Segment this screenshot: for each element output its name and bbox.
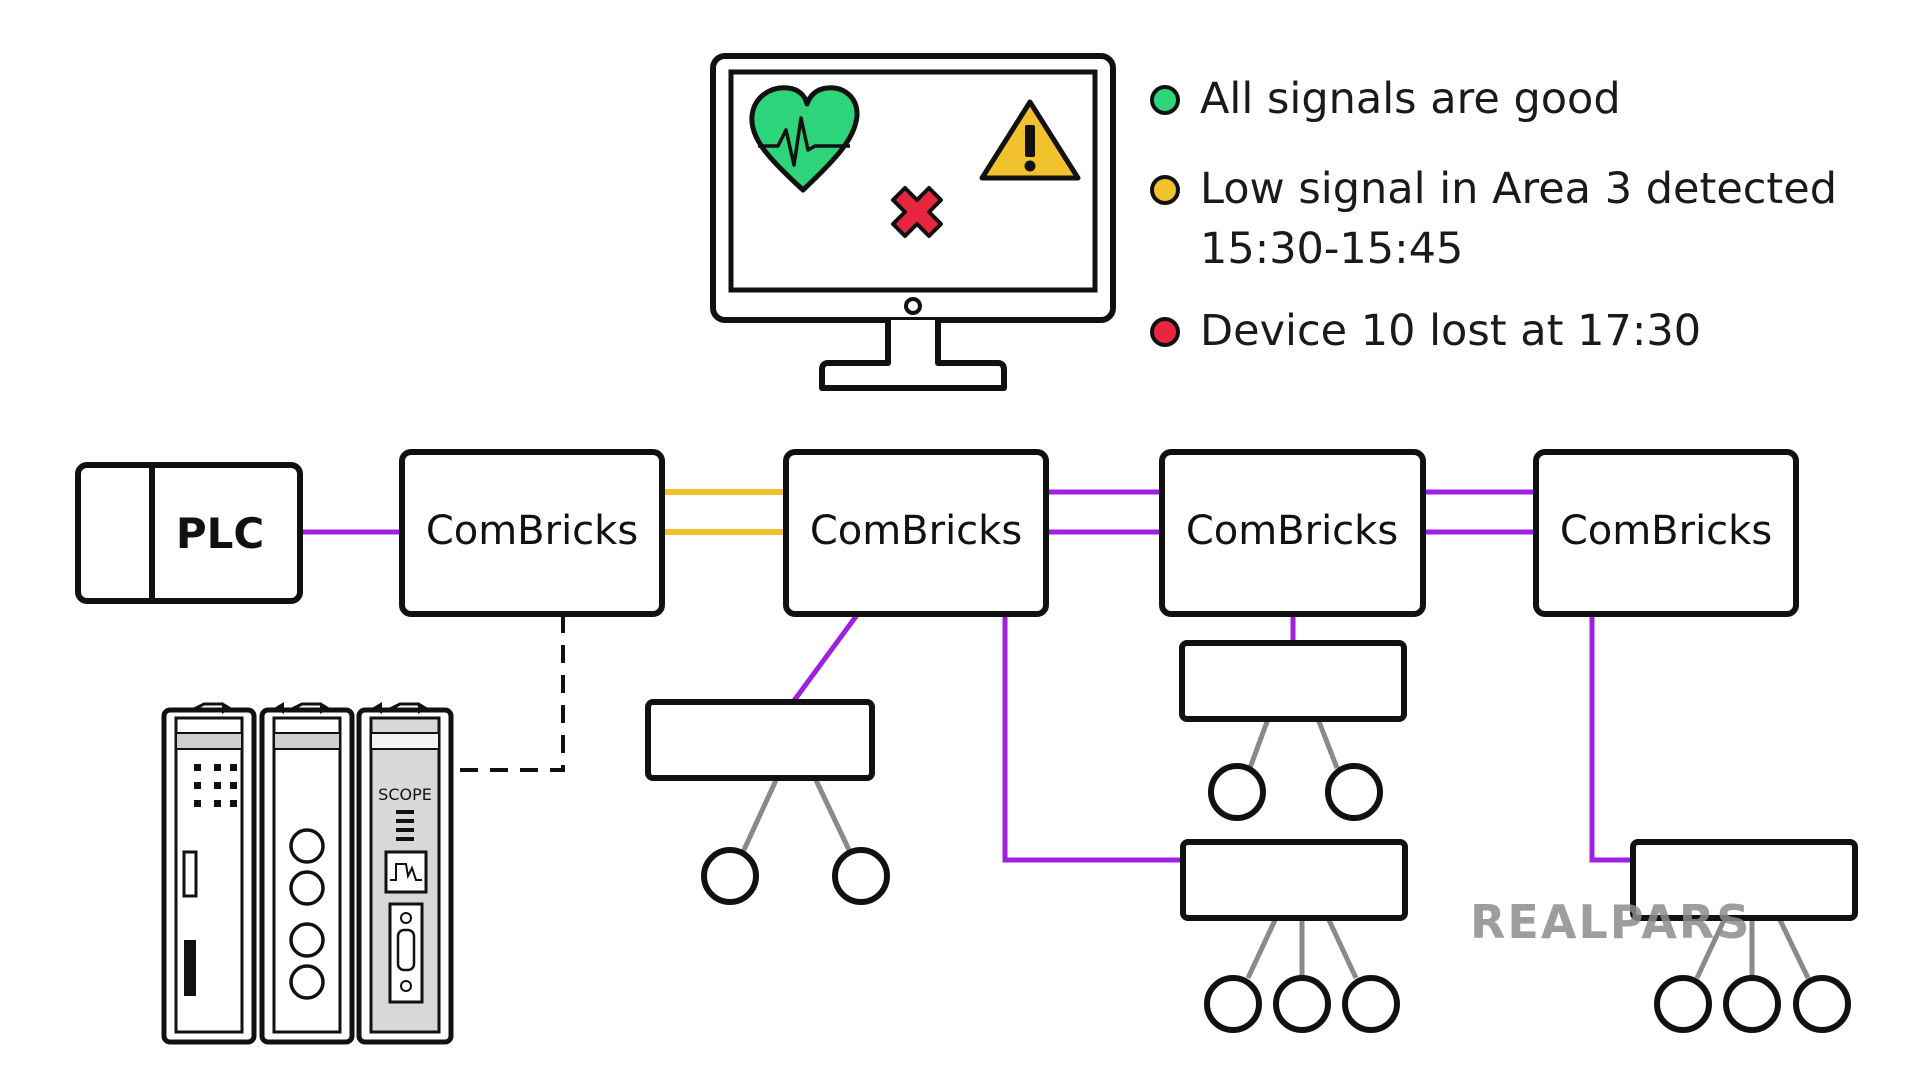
heart-pulse-icon: [749, 85, 860, 193]
combricks-label-4: ComBricks: [1560, 508, 1772, 554]
field-device: [701, 847, 759, 905]
status-dot-yellow: [1150, 175, 1180, 205]
field-device: [1793, 975, 1851, 1033]
device-segment-d: [1630, 839, 1858, 1033]
status-legend: All signals are good Low signal in Area …: [1150, 70, 1890, 390]
plc-box: PLC: [75, 462, 303, 604]
legend-item-warning: Low signal in Area 3 detected 15:30-15:4…: [1150, 160, 1890, 280]
combricks-node-4: ComBricks: [1533, 449, 1799, 617]
plc-label: PLC: [176, 509, 264, 558]
field-device: [1204, 975, 1262, 1033]
field-device: [832, 847, 890, 905]
combricks-node-2: ComBricks: [783, 449, 1049, 617]
legend-text-warning-time: 15:30-15:45: [1200, 224, 1464, 274]
field-device: [1342, 975, 1400, 1033]
device-segment-c: [1180, 839, 1408, 1033]
bus-lines: [298, 489, 1633, 863]
combricks-node-3: ComBricks: [1159, 449, 1426, 617]
device-segment-b: [1179, 640, 1407, 821]
hardware-module-1: [161, 702, 257, 1045]
combricks-label-2: ComBricks: [810, 508, 1022, 554]
field-device: [1325, 763, 1383, 821]
field-device: [1273, 975, 1331, 1033]
field-device: [1723, 975, 1781, 1033]
legend-text-error: Device 10 lost at 17:30: [1200, 306, 1702, 356]
combricks-node-1: ComBricks: [399, 449, 665, 617]
legend-item-error: Device 10 lost at 17:30: [1150, 302, 1890, 362]
red-x-icon: [891, 186, 943, 238]
combricks-modules: SCOPE: [161, 702, 454, 1045]
hardware-module-2: [259, 702, 355, 1045]
device-segment-a: [645, 699, 890, 905]
watermark-logo: REALPARS: [1470, 895, 1751, 949]
field-device: [1654, 975, 1712, 1033]
monitor: [710, 53, 1116, 391]
status-dot-red: [1150, 317, 1180, 347]
module-scope-label: SCOPE: [378, 785, 432, 804]
legend-text-warning: Low signal in Area 3 detected: [1200, 164, 1838, 214]
legend-text-good: All signals are good: [1200, 74, 1621, 124]
combricks-label-3: ComBricks: [1186, 508, 1398, 554]
status-dot-green: [1150, 85, 1180, 115]
combricks-label-1: ComBricks: [426, 508, 638, 554]
field-device: [1208, 763, 1266, 821]
legend-item-good: All signals are good: [1150, 70, 1890, 130]
hardware-module-scope: SCOPE: [356, 702, 454, 1045]
warning-triangle-icon: [979, 99, 1081, 181]
